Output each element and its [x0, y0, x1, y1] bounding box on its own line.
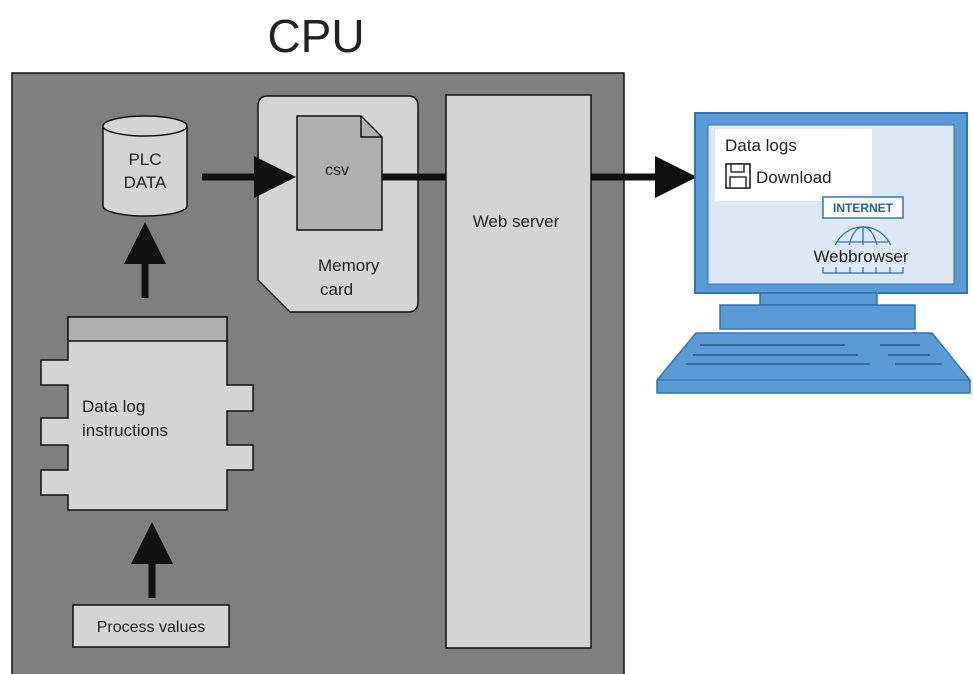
database-label-line1: PLC	[128, 150, 161, 169]
webbrowser-label: Webbrowser	[813, 247, 908, 266]
monitor-base	[719, 304, 916, 330]
web-server-box	[445, 94, 592, 649]
data-log-label-line2: instructions	[82, 421, 168, 440]
computer: Data logs Download INTERNET Webbrowser	[656, 112, 971, 394]
database-cylinder-body	[102, 126, 188, 217]
memory-card-label-line1: Memory	[318, 256, 380, 275]
data-log-block-header	[67, 316, 228, 342]
csv-file-fold	[360, 116, 382, 138]
download-link[interactable]: Download	[756, 168, 832, 187]
screen-title: Data logs	[725, 136, 797, 155]
internet-badge: INTERNET	[833, 201, 894, 215]
process-values: Process values	[72, 604, 230, 648]
web-server-label: Web server	[473, 212, 560, 231]
data-log-block-body	[40, 316, 254, 511]
plc-data-database: PLC DATA	[102, 115, 188, 217]
keyboard-icon	[656, 332, 971, 394]
csv-file-label: csv	[325, 162, 349, 179]
web-server: Web server	[445, 94, 592, 649]
data-log-instructions-block: Data log instructions	[40, 316, 254, 511]
memory-card: csv Memory card	[257, 95, 419, 313]
database-cylinder-top	[102, 115, 188, 137]
data-log-label-line1: Data log	[82, 397, 145, 416]
webbrowser-label-bg	[803, 245, 919, 267]
memory-card-label-line2: card	[320, 280, 353, 299]
database-label-line2: DATA	[124, 173, 167, 192]
csv-file-icon	[296, 115, 383, 231]
cpu-title: CPU	[267, 10, 364, 62]
process-values-box	[72, 604, 230, 648]
process-values-label: Process values	[97, 619, 206, 636]
floppy-disk-icon	[725, 163, 751, 189]
monitor-neck	[759, 292, 878, 306]
